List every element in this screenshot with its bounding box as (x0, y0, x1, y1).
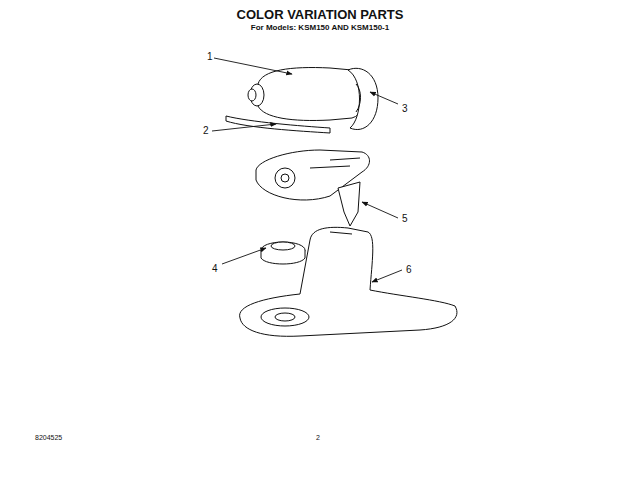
hinge-lug (338, 182, 360, 226)
document-number: 8204525 (35, 434, 62, 442)
leader-lines (212, 58, 402, 282)
callout-number: 5 (402, 213, 408, 224)
callout-number: 4 (212, 263, 218, 274)
motor-head (258, 68, 366, 121)
trim-band (226, 116, 330, 133)
model-subtitle: For Models: KSM150 AND KSM150-1 (251, 24, 389, 33)
callout-number: 1 (207, 51, 213, 62)
page-number: 2 (316, 434, 320, 442)
end-cap (348, 68, 378, 129)
callout-number: 2 (203, 125, 209, 136)
stand-base (240, 227, 457, 336)
page-title: COLOR VARIATION PARTS (237, 8, 404, 22)
callout-number: 3 (402, 103, 408, 114)
callout-number: 6 (406, 264, 412, 275)
